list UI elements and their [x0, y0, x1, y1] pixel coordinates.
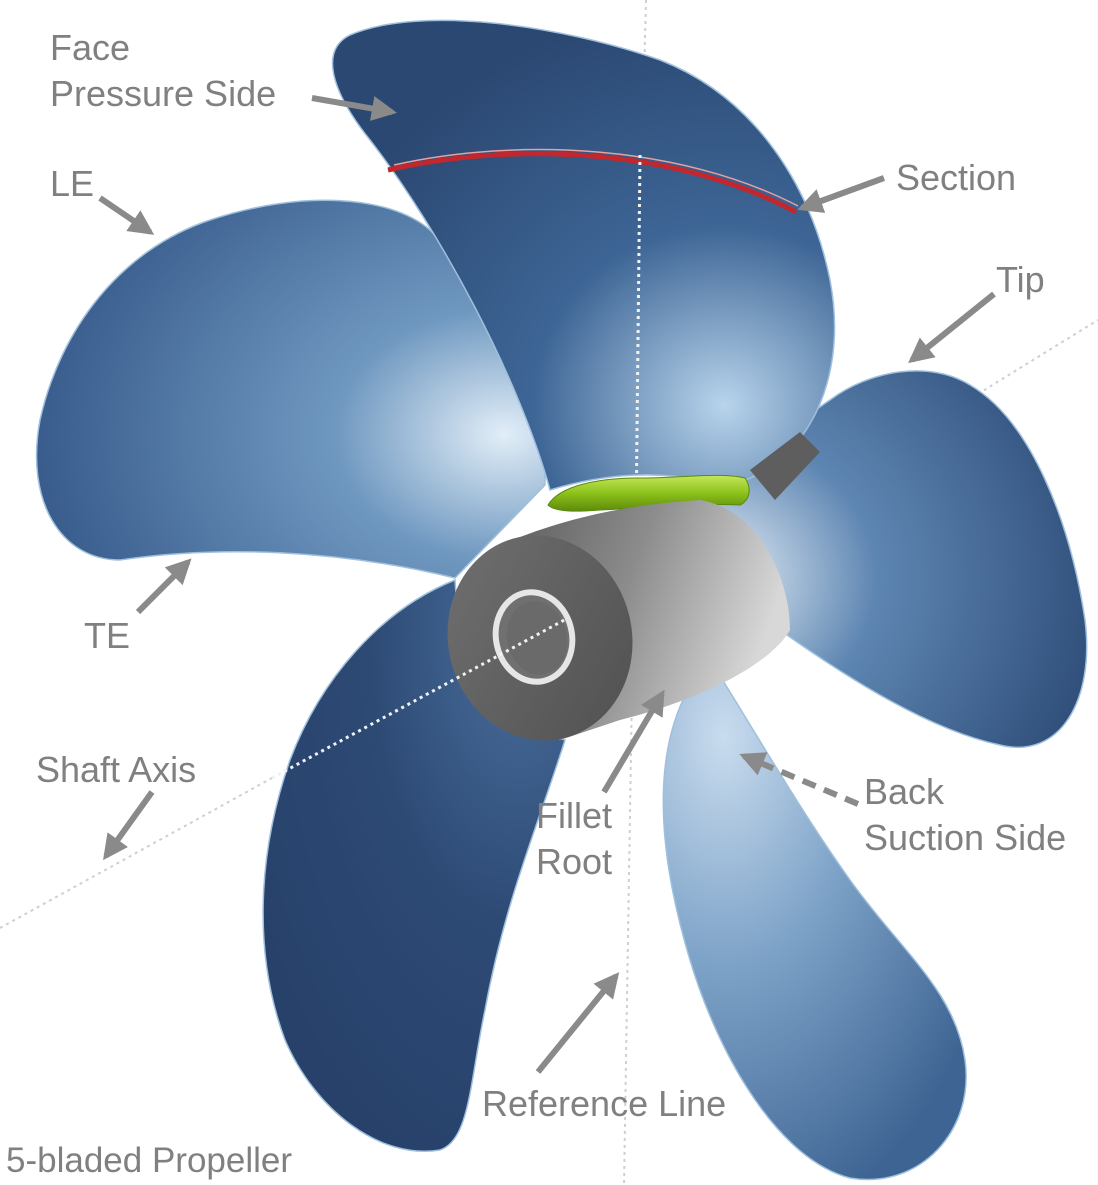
label-fillet: Fillet: [536, 795, 612, 836]
labels: Face Pressure Side Section LE Tip TE Sha…: [6, 27, 1066, 1180]
label-back: Back: [864, 771, 945, 812]
arrow-shaft-axis: [103, 790, 155, 861]
label-section: Section: [896, 157, 1016, 198]
reference-line-guide-lower: [623, 689, 633, 1185]
label-root: Root: [536, 841, 612, 882]
arrow-back-suction: [739, 752, 860, 807]
arrow-pressure-side: [311, 95, 397, 121]
shaft-axis-line: [271, 616, 569, 780]
arrow-tip: [908, 291, 996, 364]
tip-guide: [959, 319, 1098, 406]
reference-line-blade: [634, 154, 642, 526]
label-suction-side: Suction Side: [864, 817, 1066, 858]
label-le: LE: [50, 163, 94, 204]
hub-shaft-extension: [750, 432, 820, 500]
arrow-section: [797, 175, 886, 213]
label-te: TE: [84, 615, 130, 656]
arrow-te: [135, 558, 192, 615]
label-tip: Tip: [996, 259, 1045, 300]
blade-lower-left: [262, 578, 566, 1152]
hub-bore-inner: [506, 601, 568, 675]
arrow-reference-line: [535, 972, 620, 1074]
blade-lower-right: [662, 675, 967, 1181]
label-face: Face: [50, 27, 130, 68]
shaft-axis-guide: [0, 777, 273, 929]
arrows: [98, 95, 996, 1074]
section-line: [387, 151, 798, 215]
section-line-inner: [393, 148, 799, 207]
arrow-le: [98, 195, 155, 235]
diagram-title: 5-bladed Propeller: [6, 1141, 292, 1180]
label-shaft-axis: Shaft Axis: [36, 749, 196, 790]
label-reference-line: Reference Line: [482, 1083, 726, 1124]
arrow-fillet-root: [601, 689, 665, 794]
label-pressure-side: Pressure Side: [50, 73, 276, 114]
